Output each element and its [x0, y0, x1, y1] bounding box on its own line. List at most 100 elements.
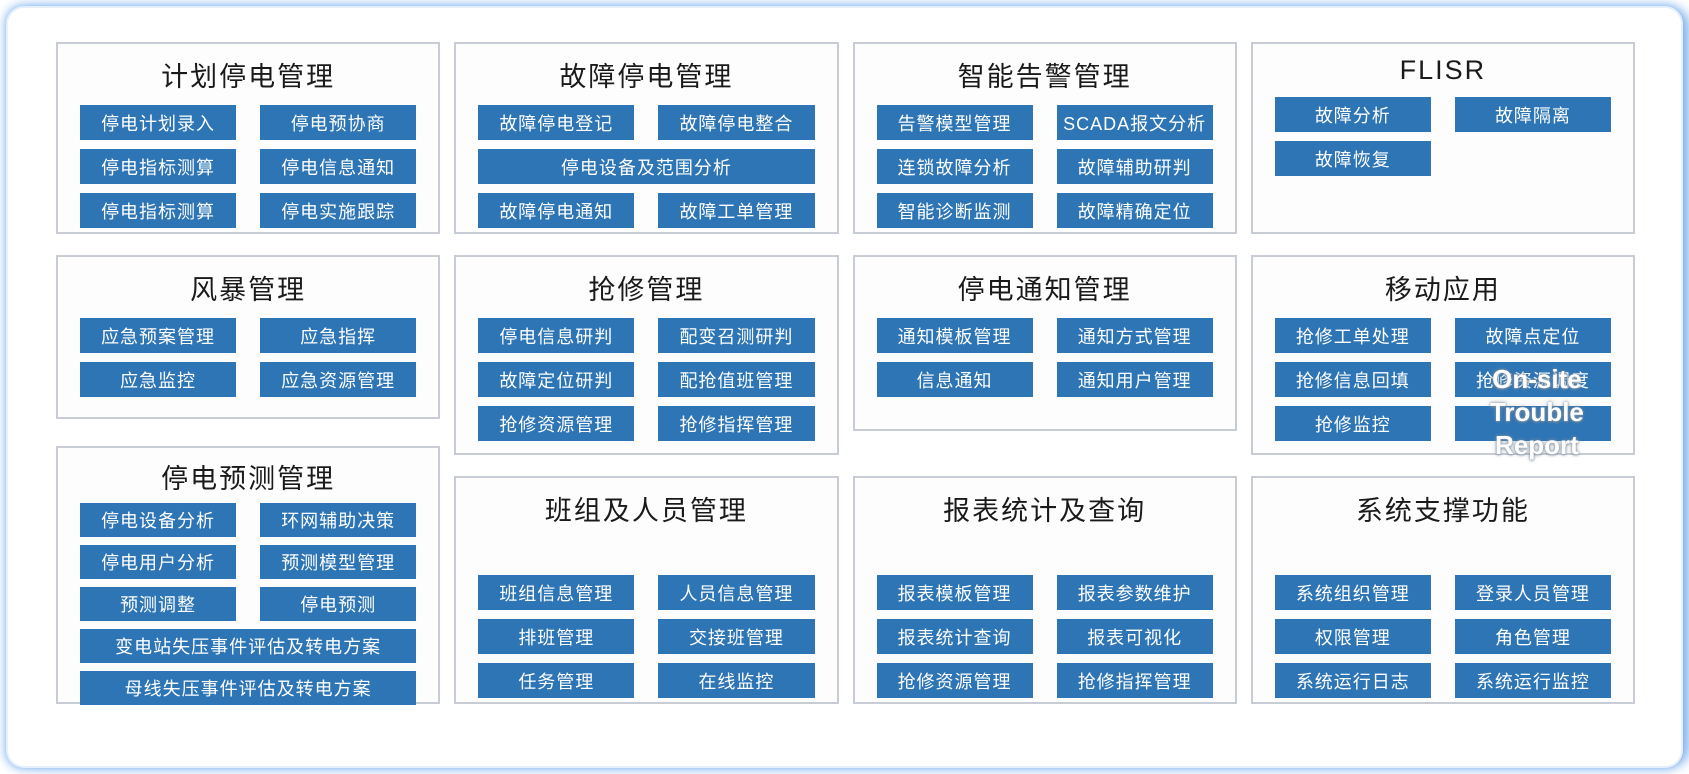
button-storm-management-2[interactable]: 应急指挥	[260, 318, 417, 353]
button-report-statistics-query-1[interactable]: 报表模板管理	[876, 575, 1033, 610]
button-repair-management-3[interactable]: 故障定位研判	[478, 362, 635, 397]
button-outage-notification-management-2[interactable]: 通知方式管理	[1056, 318, 1213, 353]
button-planned-outage-management-6[interactable]: 停电实施跟踪	[260, 193, 417, 228]
button-repair-management-4[interactable]: 配抢值班管理	[658, 362, 815, 397]
panel-fault-outage-management: 故障停电管理故障停电登记故障停电整合停电设备及范围分析故障停电通知故障工单管理	[454, 42, 839, 234]
panel-intelligent-alarm-management: 智能告警管理告警模型管理 SCADA报文分析连锁故障分析故障辅助研判智能诊断监测故…	[852, 42, 1237, 234]
button-fault-outage-management-5[interactable]: 故障工单管理	[658, 193, 815, 228]
button-flisr-1[interactable]: 故障分析	[1274, 97, 1431, 132]
button-report-statistics-query-4[interactable]: 报表可视化	[1056, 619, 1213, 654]
button-repair-management-2[interactable]: 配变召测研判	[658, 318, 815, 353]
button-planned-outage-management-5[interactable]: 停电指标测算	[80, 193, 237, 228]
panel-title-outage-notification-management: 停电通知管理	[957, 275, 1132, 305]
button-report-statistics-query-6[interactable]: 抢修指挥管理	[1056, 663, 1213, 698]
panel-flisr: FLISR 故障分析故障隔离故障恢复	[1250, 42, 1635, 234]
panel-title-outage-forecast-management: 停电预测管理	[161, 464, 336, 494]
button-outage-notification-management-3[interactable]: 信息通知	[876, 362, 1033, 397]
button-intelligent-alarm-management-2[interactable]: SCADA报文分析	[1056, 105, 1213, 140]
button-system-support-functions-6[interactable]: 系统运行监控	[1454, 663, 1611, 698]
button-system-support-functions-1[interactable]: 系统组织管理	[1274, 575, 1431, 610]
panel-outage-forecast-management: 停电预测管理停电设备分析环网辅助决策停电用户分析预测模型管理预测调整停电预测变电…	[56, 446, 441, 705]
button-mobile-application-4[interactable]: 抢修资源调度	[1454, 362, 1611, 397]
panel-title-flisr: FLISR	[1399, 55, 1487, 85]
panel-storm-management: 风暴管理应急预案管理应急指挥应急监控应急资源管理	[56, 255, 441, 419]
button-outage-notification-management-1[interactable]: 通知模板管理	[876, 318, 1033, 353]
panel-title-system-support-functions: 系统支撑功能	[1355, 496, 1530, 526]
button-storm-management-4[interactable]: 应急资源管理	[260, 362, 417, 397]
button-mobile-application-2[interactable]: 故障点定位	[1454, 318, 1611, 353]
panel-report-statistics-query: 报表统计及查询报表模板管理报表参数维护报表统计查询报表可视化抢修资源管理抢修指挥…	[852, 476, 1237, 704]
button-flisr-3[interactable]: 故障恢复	[1274, 141, 1431, 176]
button-grid-team-personnel-management: 班组信息管理人员信息管理排班管理交接班管理任务管理在线监控	[478, 575, 815, 698]
button-outage-forecast-management-2[interactable]: 环网辅助决策	[260, 503, 417, 537]
button-mobile-application-3[interactable]: 抢修信息回填	[1274, 362, 1431, 397]
button-grid-outage-forecast-management: 停电设备分析环网辅助决策停电用户分析预测模型管理预测调整停电预测变电站失压事件评…	[80, 503, 417, 705]
button-mobile-application-6[interactable]	[1454, 406, 1611, 441]
button-system-support-functions-4[interactable]: 角色管理	[1454, 619, 1611, 654]
button-team-personnel-management-1[interactable]: 班组信息管理	[478, 575, 635, 610]
button-planned-outage-management-1[interactable]: 停电计划录入	[80, 105, 237, 140]
button-system-support-functions-5[interactable]: 系统运行日志	[1274, 663, 1431, 698]
button-grid-report-statistics-query: 报表模板管理报表参数维护报表统计查询报表可视化抢修资源管理抢修指挥管理	[876, 575, 1213, 698]
button-fault-outage-management-1[interactable]: 故障停电登记	[478, 105, 635, 140]
button-outage-forecast-management-7[interactable]: 变电站失压事件评估及转电方案	[80, 629, 417, 663]
button-team-personnel-management-3[interactable]: 排班管理	[478, 619, 635, 654]
button-outage-forecast-management-1[interactable]: 停电设备分析	[80, 503, 237, 537]
button-fault-outage-management-4[interactable]: 故障停电通知	[478, 193, 635, 228]
button-system-support-functions-2[interactable]: 登录人员管理	[1454, 575, 1611, 610]
button-grid-outage-notification-management: 通知模板管理通知方式管理信息通知通知用户管理	[876, 318, 1213, 397]
button-fault-outage-management-3[interactable]: 停电设备及范围分析	[478, 149, 815, 184]
button-fault-outage-management-2[interactable]: 故障停电整合	[658, 105, 815, 140]
button-report-statistics-query-3[interactable]: 报表统计查询	[876, 619, 1033, 654]
button-outage-forecast-management-8[interactable]: 母线失压事件评估及转电方案	[80, 671, 417, 705]
button-outage-notification-management-4[interactable]: 通知用户管理	[1056, 362, 1213, 397]
panel-title-repair-management: 抢修管理	[588, 275, 705, 305]
button-grid-system-support-functions: 系统组织管理登录人员管理权限管理角色管理系统运行日志系统运行监控	[1274, 575, 1611, 698]
button-outage-forecast-management-4[interactable]: 预测模型管理	[260, 545, 417, 579]
panel-team-personnel-management: 班组及人员管理班组信息管理人员信息管理排班管理交接班管理任务管理在线监控	[454, 476, 839, 704]
button-mobile-application-1[interactable]: 抢修工单处理	[1274, 318, 1431, 353]
button-storm-management-1[interactable]: 应急预案管理	[80, 318, 237, 353]
panel-outage-notification-management: 停电通知管理通知模板管理通知方式管理信息通知通知用户管理	[852, 255, 1237, 431]
panel-title-storm-management: 风暴管理	[190, 275, 307, 305]
button-flisr-2[interactable]: 故障隔离	[1454, 97, 1611, 132]
button-repair-management-5[interactable]: 抢修资源管理	[478, 406, 635, 441]
button-storm-management-3[interactable]: 应急监控	[80, 362, 237, 397]
panel-title-report-statistics-query: 报表统计及查询	[943, 496, 1147, 526]
panel-system-support-functions: 系统支撑功能系统组织管理登录人员管理权限管理角色管理系统运行日志系统运行监控	[1250, 476, 1635, 704]
button-intelligent-alarm-management-6[interactable]: 故障精确定位	[1056, 193, 1213, 228]
button-repair-management-1[interactable]: 停电信息研判	[478, 318, 635, 353]
panel-title-intelligent-alarm-management: 智能告警管理	[957, 62, 1132, 92]
button-grid-fault-outage-management: 故障停电登记故障停电整合停电设备及范围分析故障停电通知故障工单管理	[478, 105, 815, 228]
button-team-personnel-management-6[interactable]: 在线监控	[658, 663, 815, 698]
button-planned-outage-management-4[interactable]: 停电信息通知	[260, 149, 417, 184]
button-mobile-application-5[interactable]: 抢修监控	[1274, 406, 1431, 441]
button-system-support-functions-3[interactable]: 权限管理	[1274, 619, 1431, 654]
button-intelligent-alarm-management-4[interactable]: 故障辅助研判	[1056, 149, 1213, 184]
panels-grid: 计划停电管理停电计划录入停电预协商停电指标测算停电信息通知停电指标测算停电实施跟…	[8, 8, 1681, 766]
button-intelligent-alarm-management-5[interactable]: 智能诊断监测	[876, 193, 1033, 228]
button-team-personnel-management-2[interactable]: 人员信息管理	[658, 575, 815, 610]
button-intelligent-alarm-management-1[interactable]: 告警模型管理	[876, 105, 1033, 140]
button-outage-forecast-management-6[interactable]: 停电预测	[260, 587, 417, 621]
button-planned-outage-management-3[interactable]: 停电指标测算	[80, 149, 237, 184]
button-intelligent-alarm-management-3[interactable]: 连锁故障分析	[876, 149, 1033, 184]
button-grid-flisr: 故障分析故障隔离故障恢复	[1274, 97, 1611, 176]
button-planned-outage-management-2[interactable]: 停电预协商	[260, 105, 417, 140]
button-outage-forecast-management-3[interactable]: 停电用户分析	[80, 545, 237, 579]
button-grid-intelligent-alarm-management: 告警模型管理 SCADA报文分析连锁故障分析故障辅助研判智能诊断监测故障精确定位	[876, 105, 1213, 228]
button-report-statistics-query-2[interactable]: 报表参数维护	[1056, 575, 1213, 610]
button-outage-forecast-management-5[interactable]: 预测调整	[80, 587, 237, 621]
button-grid-planned-outage-management: 停电计划录入停电预协商停电指标测算停电信息通知停电指标测算停电实施跟踪	[80, 105, 417, 228]
panel-title-team-personnel-management: 班组及人员管理	[544, 496, 748, 526]
button-grid-repair-management: 停电信息研判配变召测研判故障定位研判配抢值班管理抢修资源管理抢修指挥管理	[478, 318, 815, 441]
button-grid-mobile-application: 抢修工单处理故障点定位抢修信息回填抢修资源调度抢修监控	[1274, 318, 1611, 441]
button-report-statistics-query-5[interactable]: 抢修资源管理	[876, 663, 1033, 698]
panel-planned-outage-management: 计划停电管理停电计划录入停电预协商停电指标测算停电信息通知停电指标测算停电实施跟…	[56, 42, 441, 234]
panel-title-mobile-application: 移动应用	[1384, 275, 1501, 305]
button-repair-management-6[interactable]: 抢修指挥管理	[658, 406, 815, 441]
button-team-personnel-management-5[interactable]: 任务管理	[478, 663, 635, 698]
panel-repair-management: 抢修管理停电信息研判配变召测研判故障定位研判配抢值班管理抢修资源管理抢修指挥管理	[454, 255, 839, 455]
button-team-personnel-management-4[interactable]: 交接班管理	[658, 619, 815, 654]
